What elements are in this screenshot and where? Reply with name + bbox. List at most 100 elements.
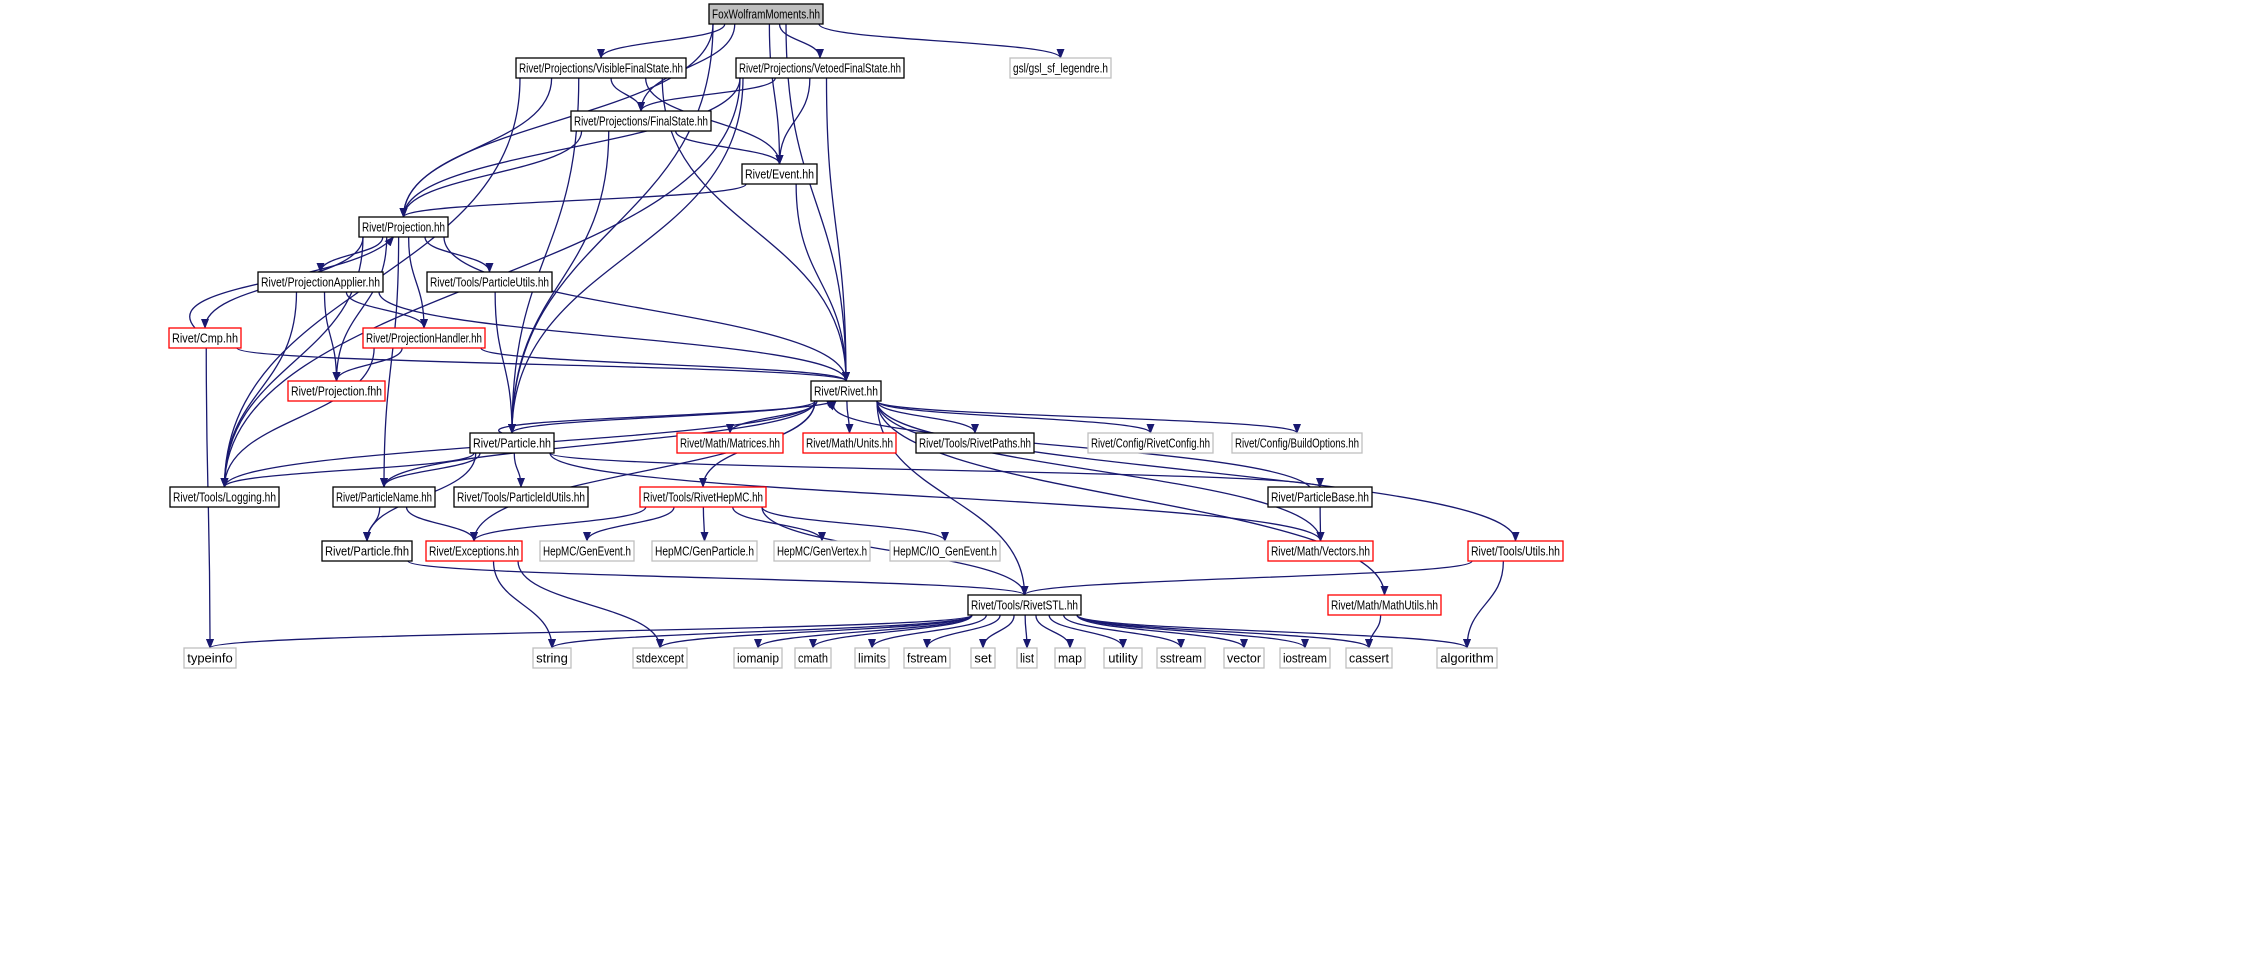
node-sstream[interactable]: sstream (1156, 647, 1206, 669)
edge-exceptions-to-string (492, 560, 556, 649)
node-label: set (974, 651, 992, 666)
node-box (1467, 540, 1564, 562)
node-label: HepMC/GenParticle.h (655, 544, 754, 559)
node-partfhh[interactable]: Rivet/Particle.fhh (321, 540, 413, 562)
edge-projhandler-to-projfhh (332, 347, 403, 382)
edge-projapp-to-rivet (378, 291, 850, 382)
edge-particle-to-logging (220, 452, 475, 488)
edge-fs-to-particle (508, 130, 610, 434)
node-cmath[interactable]: cmath (794, 647, 832, 669)
edge-rivet-to-rivetconfig (876, 400, 1155, 434)
node-label: utility (1108, 651, 1138, 666)
node-box (426, 271, 553, 293)
node-buildopts[interactable]: Rivet/Config/BuildOptions.hh (1231, 432, 1363, 454)
node-stdexcept[interactable]: stdexcept (632, 647, 688, 669)
node-limits[interactable]: limits (854, 647, 890, 669)
node-iostream[interactable]: iostream (1279, 647, 1331, 669)
node-rivetpaths[interactable]: Rivet/Tools/RivetPaths.hh (915, 432, 1035, 454)
node-label: list (1020, 651, 1034, 666)
edge-fwm-to-event (768, 23, 784, 165)
node-label: vector (1227, 651, 1262, 666)
node-partname[interactable]: Rivet/ParticleName.hh (332, 486, 436, 508)
node-label: Rivet/Projection.fhh (291, 384, 382, 399)
node-label: Rivet/Particle.fhh (325, 544, 409, 559)
node-label: Rivet/Math/Units.hh (806, 436, 893, 451)
edge-rivetstl-to-vector (1076, 614, 1248, 649)
node-fwm[interactable]: FoxWolframMoments.hh (708, 3, 824, 25)
node-box (1103, 647, 1143, 669)
edge-particle-to-partbase (549, 452, 1324, 488)
node-event[interactable]: Rivet/Event.hh (741, 163, 818, 185)
node-projapp[interactable]: Rivet/ProjectionApplier.hh (257, 271, 384, 293)
node-vetofs[interactable]: Rivet/Projections/VetoedFinalState.hh (735, 57, 905, 79)
node-iomanip[interactable]: iomanip (733, 647, 783, 669)
node-set[interactable]: set (970, 647, 996, 669)
node-vfs[interactable]: Rivet/Projections/VisibleFinalState.hh (515, 57, 687, 79)
node-label: Rivet/ProjectionHandler.hh (366, 331, 482, 346)
node-vector[interactable]: vector (1223, 647, 1265, 669)
node-genparticle[interactable]: HepMC/GenParticle.h (651, 540, 758, 562)
node-string[interactable]: string (532, 647, 572, 669)
node-label: Rivet/Math/Vectors.hh (1271, 544, 1370, 559)
node-rivetstl[interactable]: Rivet/Tools/RivetSTL.hh (967, 594, 1082, 616)
node-rivet[interactable]: Rivet/Rivet.hh (810, 380, 882, 402)
node-proj[interactable]: Rivet/Projection.hh (358, 216, 449, 238)
node-box (1223, 647, 1265, 669)
node-label: Rivet/Particle.hh (473, 436, 551, 451)
node-particle[interactable]: Rivet/Particle.hh (469, 432, 555, 454)
node-gsl[interactable]: gsl/gsl_sf_legendre.h (1009, 57, 1112, 79)
node-matrices[interactable]: Rivet/Math/Matrices.hh (676, 432, 784, 454)
node-genevent[interactable]: HepMC/GenEvent.h (539, 540, 635, 562)
node-label: Rivet/ParticleBase.hh (1271, 490, 1369, 505)
node-box (1327, 594, 1442, 616)
edge-fwm-to-rivet (785, 23, 850, 382)
node-label: HepMC/GenVertex.h (777, 544, 867, 559)
edge-proj-to-projhandler (407, 236, 428, 329)
node-genvertex[interactable]: HepMC/GenVertex.h (773, 540, 871, 562)
node-map[interactable]: map (1054, 647, 1086, 669)
node-box (532, 647, 572, 669)
node-algorithm[interactable]: algorithm (1436, 647, 1498, 669)
node-cmp[interactable]: Rivet/Cmp.hh (168, 327, 242, 349)
node-vectors[interactable]: Rivet/Math/Vectors.hh (1267, 540, 1374, 562)
edge-proj-to-rivet (443, 236, 850, 382)
node-partidutils[interactable]: Rivet/Tools/ParticleIdUtils.hh (453, 486, 589, 508)
edge-cmp-to-rivet (236, 347, 850, 382)
edge-particle-to-partidutils (513, 452, 525, 488)
node-logging[interactable]: Rivet/Tools/Logging.hh (169, 486, 280, 508)
edge-partutils-to-particle (494, 291, 516, 434)
node-rivethepmc[interactable]: Rivet/Tools/RivetHepMC.hh (639, 486, 767, 508)
node-rivetconfig[interactable]: Rivet/Config/RivetConfig.hh (1087, 432, 1214, 454)
edge-mathutils-to-cassert (1365, 614, 1382, 649)
node-label: HepMC/GenEvent.h (543, 544, 631, 559)
node-fs[interactable]: Rivet/Projections/FinalState.hh (570, 110, 712, 132)
node-projfhh[interactable]: Rivet/Projection.fhh (287, 380, 386, 402)
node-list[interactable]: list (1016, 647, 1038, 669)
edge-vfs-to-event (644, 77, 784, 165)
node-iogenevent[interactable]: HepMC/IO_GenEvent.h (889, 540, 1001, 562)
node-utility[interactable]: utility (1103, 647, 1143, 669)
node-mathutils[interactable]: Rivet/Math/MathUtils.hh (1327, 594, 1442, 616)
node-partbase[interactable]: Rivet/ParticleBase.hh (1267, 486, 1373, 508)
edge-vetofs-to-rivet (825, 77, 850, 382)
node-label: iostream (1283, 651, 1327, 666)
edge-fwm-to-gsl (818, 23, 1065, 59)
node-cassert[interactable]: cassert (1345, 647, 1393, 669)
edge-vfs-to-proj (399, 77, 553, 218)
node-toolsutils[interactable]: Rivet/Tools/Utils.hh (1467, 540, 1564, 562)
edge-rivetstl-to-algorithm (1076, 614, 1471, 649)
node-exceptions[interactable]: Rivet/Exceptions.hh (425, 540, 523, 562)
node-projhandler[interactable]: Rivet/ProjectionHandler.hh (362, 327, 486, 349)
node-box (168, 327, 242, 349)
node-label: FoxWolframMoments.hh (712, 7, 820, 22)
node-units[interactable]: Rivet/Math/Units.hh (802, 432, 897, 454)
node-label: limits (858, 651, 886, 666)
node-label: Rivet/Tools/ParticleUtils.hh (430, 275, 549, 290)
node-typeinfo[interactable]: typeinfo (183, 647, 237, 669)
node-label: Rivet/Math/MathUtils.hh (1331, 598, 1438, 613)
node-label: Rivet/Event.hh (745, 167, 814, 182)
node-partutils[interactable]: Rivet/Tools/ParticleUtils.hh (426, 271, 553, 293)
node-label: typeinfo (187, 651, 233, 666)
node-fstream[interactable]: fstream (903, 647, 951, 669)
edge-rivetstl-to-utility (1048, 614, 1127, 649)
